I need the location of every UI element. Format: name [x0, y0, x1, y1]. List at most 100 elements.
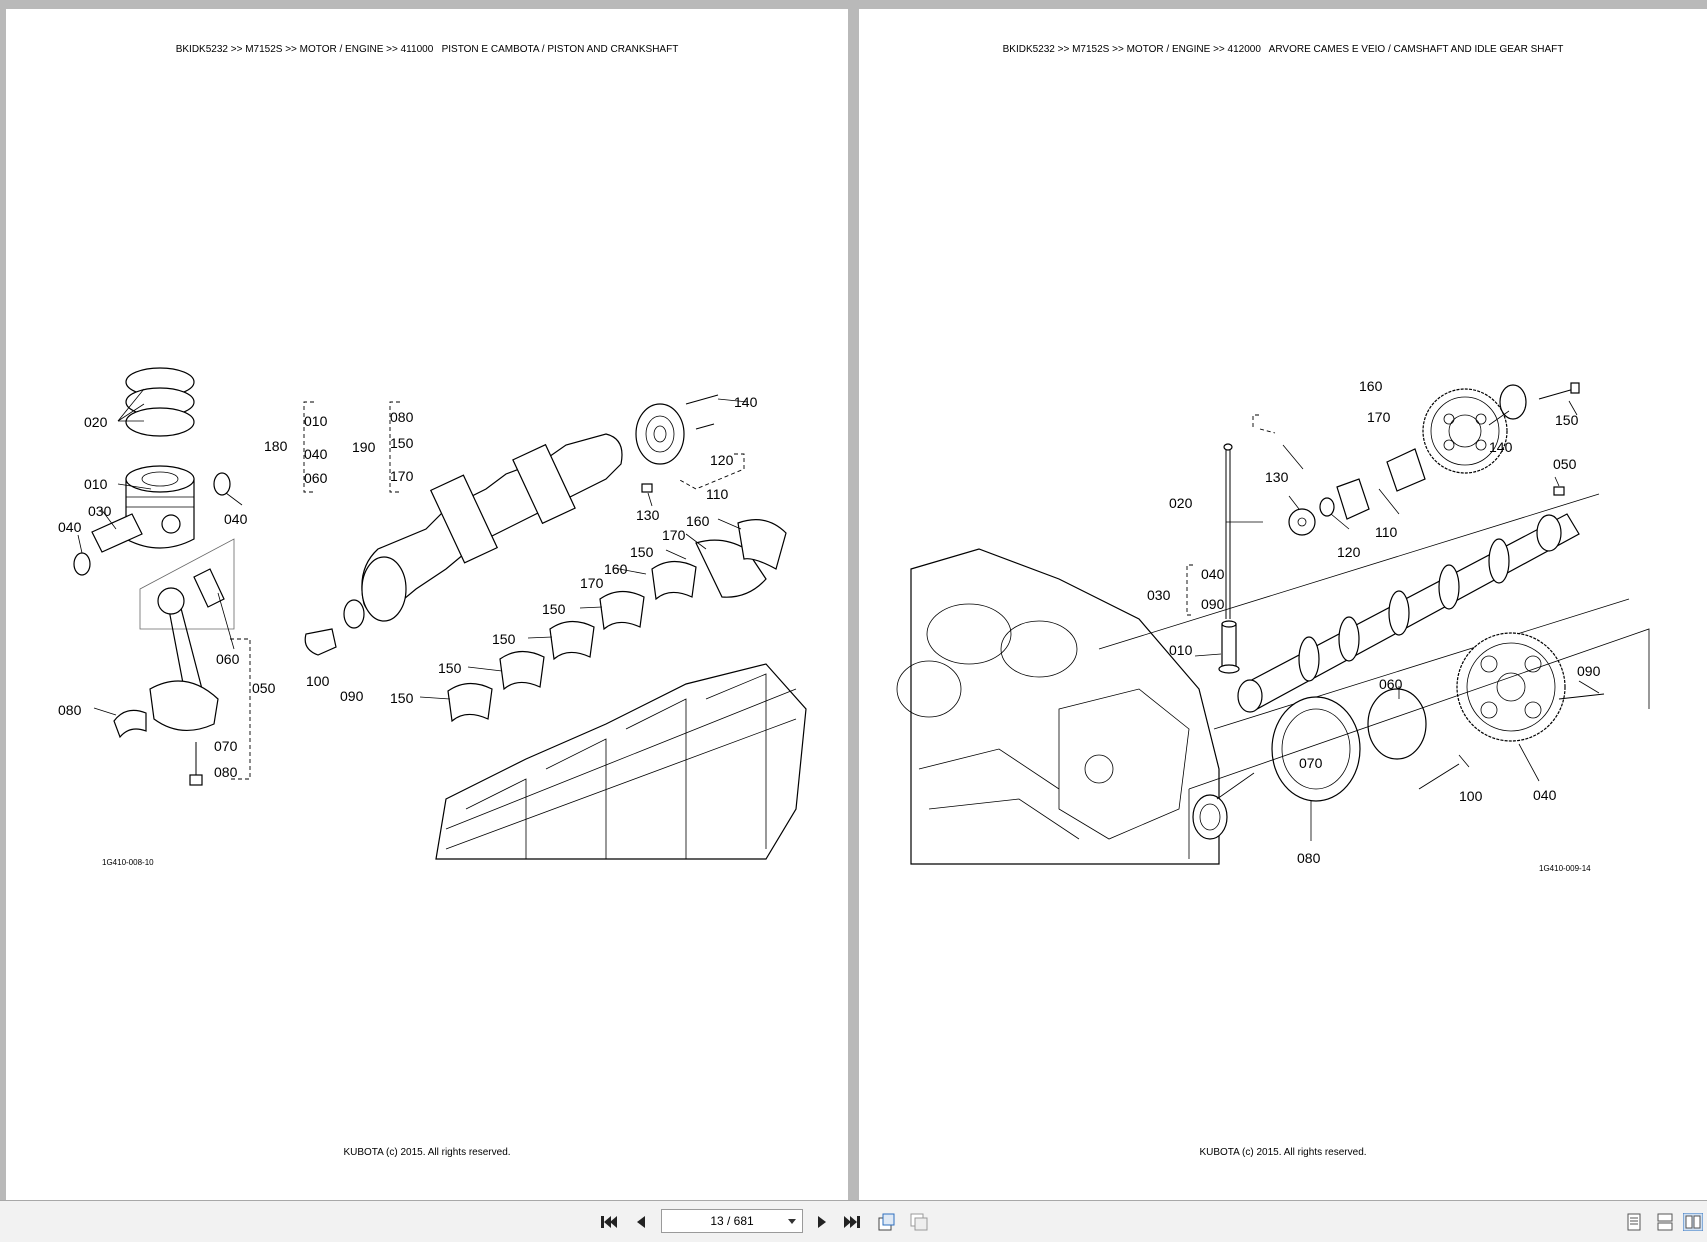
callout-110: 110 — [706, 486, 729, 502]
page-header: BKIDK5232 >> M7152S >> MOTOR / ENGINE >>… — [175, 44, 679, 55]
engine-block — [435, 663, 807, 860]
parts-diagram-camshaft-idle-gear: 160 170 140 150 050 130 020 120 110 030 … — [896, 378, 1650, 873]
leader-lines — [77, 388, 749, 716]
callout-190: 190 — [352, 439, 376, 455]
last-page-icon — [844, 1216, 860, 1228]
thrust-plate — [1288, 508, 1316, 536]
callout-150-row2: 150 — [542, 601, 566, 617]
rotate-button[interactable] — [875, 1211, 897, 1233]
bolt — [1538, 382, 1580, 400]
oil-seal — [1192, 794, 1228, 840]
callout-120: 120 — [710, 452, 734, 468]
callout-140: 140 — [734, 394, 758, 410]
callout-160: 160 — [1359, 378, 1383, 394]
next-page-icon — [818, 1216, 826, 1228]
callout-090: 090 — [340, 688, 364, 704]
gasket — [1367, 688, 1427, 760]
crankshaft — [304, 433, 623, 656]
callout-090: 090 — [1577, 663, 1601, 679]
callout-050: 050 — [1553, 456, 1577, 472]
document-page-right: BKIDK5232 >> M7152S >> MOTOR / ENGINE >>… — [859, 9, 1707, 1200]
two-page-view-button[interactable] — [1682, 1211, 1704, 1233]
retainer-plate — [1499, 384, 1527, 420]
next-page-button[interactable] — [811, 1211, 833, 1233]
cover-bolt — [1418, 763, 1460, 790]
page-indicator: 13 / 681 — [710, 1214, 754, 1228]
idle-gear-bushing — [1386, 448, 1426, 492]
callout-190-range-mid: 150 — [390, 435, 414, 451]
single-page-view-button[interactable] — [1623, 1211, 1645, 1233]
callout-170-mid: 170 — [580, 575, 604, 591]
callout-030-range-end: 090 — [1201, 596, 1225, 612]
callout-060: 060 — [216, 651, 240, 667]
viewer-toolbar: 13 / 681 — [0, 1200, 1707, 1242]
callout-070: 070 — [214, 738, 238, 754]
callout-labels: 020 010 030 040 040 060 050 080 070 080 … — [58, 394, 758, 867]
crank-bearing-shell — [113, 709, 147, 739]
callout-030: 030 — [1147, 587, 1171, 603]
circlip-right — [213, 472, 231, 496]
callout-100: 100 — [306, 673, 330, 689]
idle-gear — [1422, 388, 1508, 474]
callout-170: 170 — [1367, 409, 1391, 425]
rotate-back-button[interactable] — [908, 1211, 930, 1233]
callout-110: 110 — [1375, 524, 1398, 540]
callout-150-top: 150 — [630, 544, 654, 560]
first-page-button[interactable] — [598, 1211, 620, 1233]
circlip-left — [73, 552, 91, 576]
leader-lines — [1194, 400, 1600, 841]
chevron-down-icon[interactable] — [788, 1219, 796, 1225]
rotate-icon — [878, 1213, 895, 1231]
figure-reference: 1G410-009-14 — [1539, 864, 1591, 873]
first-page-icon — [601, 1216, 617, 1228]
page-number-field[interactable]: 13 / 681 — [661, 1209, 803, 1233]
single-page-view-icon — [1627, 1213, 1641, 1231]
callout-150: 150 — [1555, 412, 1579, 428]
callout-140: 140 — [1489, 439, 1513, 455]
parts-diagram-piston-crankshaft: 020 010 030 040 040 060 050 080 070 080 … — [58, 367, 807, 867]
callout-080-left: 080 — [58, 702, 82, 718]
push-rod — [1223, 443, 1233, 619]
page-footer: KUBOTA (c) 2015. All rights reserved. — [343, 1147, 511, 1158]
callout-170-top: 170 — [662, 527, 686, 543]
callout-130: 130 — [1265, 469, 1289, 485]
cam-gear-bolt — [1558, 693, 1605, 700]
camshaft — [1237, 513, 1580, 713]
previous-page-button[interactable] — [630, 1211, 652, 1233]
callout-040-left: 040 — [58, 519, 82, 535]
callout-180-range-mid: 040 — [304, 446, 328, 462]
main-bearing-shells — [447, 519, 787, 723]
cam-key — [1553, 486, 1565, 496]
crank-key — [641, 483, 653, 493]
callout-130: 130 — [636, 507, 660, 523]
callout-050: 050 — [252, 680, 276, 696]
callout-030: 030 — [88, 503, 112, 519]
continuous-view-button[interactable] — [1654, 1211, 1676, 1233]
callout-040-right: 040 — [224, 511, 248, 527]
gear-case-cover — [1271, 696, 1361, 802]
callout-070: 070 — [1299, 755, 1323, 771]
callout-020: 020 — [1169, 495, 1193, 511]
tappet — [1218, 620, 1240, 674]
small-end-bushing — [193, 568, 225, 608]
last-page-button[interactable] — [841, 1211, 863, 1233]
document-page-left: BKIDK5232 >> M7152S >> MOTOR / ENGINE >>… — [6, 9, 848, 1200]
two-page-view-icon — [1683, 1213, 1703, 1231]
callout-080: 080 — [1297, 850, 1321, 866]
previous-page-icon — [637, 1216, 645, 1228]
connecting-rod — [149, 587, 219, 786]
callout-010: 010 — [84, 476, 108, 492]
callout-030-range-start: 040 — [1201, 566, 1225, 582]
callout-160-top: 160 — [686, 513, 710, 529]
piston — [125, 465, 195, 549]
piston-pin — [91, 513, 143, 553]
callout-150-row5: 150 — [390, 690, 414, 706]
collar — [1319, 497, 1335, 517]
idle-gear-shaft — [1336, 478, 1370, 520]
callout-020: 020 — [84, 414, 108, 430]
callout-180-range-start: 010 — [304, 413, 328, 429]
piston-rings — [125, 367, 195, 437]
callout-190-range-start: 080 — [390, 409, 414, 425]
callout-100: 100 — [1459, 788, 1483, 804]
callout-010: 010 — [1169, 642, 1193, 658]
